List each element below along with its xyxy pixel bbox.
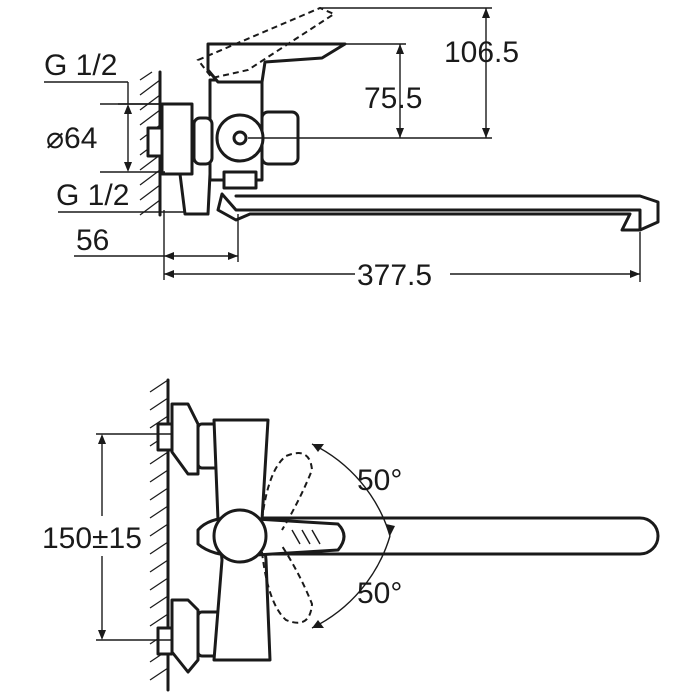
dim-thread-top: G 1/2 (44, 49, 165, 105)
dim-diameter: ⌀64 (46, 103, 165, 173)
dim-height-body-label: 75.5 (364, 82, 422, 115)
lever-position-up (261, 452, 314, 531)
spout (216, 192, 642, 232)
dim-thread-top-label: G 1/2 (44, 49, 117, 82)
lever-top (196, 508, 346, 564)
dim-center-distance: 150±15 (42, 433, 172, 641)
spout-top (260, 516, 660, 556)
dim-spout-length-label: 377.5 (357, 259, 432, 292)
side-view: G 1/2 ⌀64 G 1/2 56 (44, 6, 660, 292)
dim-wall-offset-label: 56 (76, 224, 109, 257)
dim-thread-bottom: G 1/2 (56, 179, 184, 213)
dim-height-lever: 106.5 (248, 7, 519, 139)
dim-height-lever-label: 106.5 (444, 36, 519, 69)
dim-diameter-label: ⌀64 (46, 122, 97, 155)
lever-handle (206, 42, 347, 84)
dim-spout-length: 377.5 (164, 232, 641, 292)
dim-angle-down-label: 50° (357, 577, 402, 610)
mixer-body (192, 78, 300, 190)
inlet-connector (146, 102, 212, 216)
dim-center-distance-label: 150±15 (42, 522, 142, 555)
dim-height-body: 75.5 (334, 43, 422, 138)
lever-handle-raised (196, 6, 337, 80)
lever-position-down (261, 545, 314, 624)
top-view: 50° 50° 150±15 (42, 378, 660, 692)
dim-thread-bottom-label: G 1/2 (56, 179, 129, 212)
dim-angle-up: 50° (311, 443, 402, 537)
dim-wall-offset: 56 (74, 210, 239, 280)
dim-angle-down: 50° (311, 535, 402, 629)
dim-angle-up-label: 50° (357, 464, 402, 497)
